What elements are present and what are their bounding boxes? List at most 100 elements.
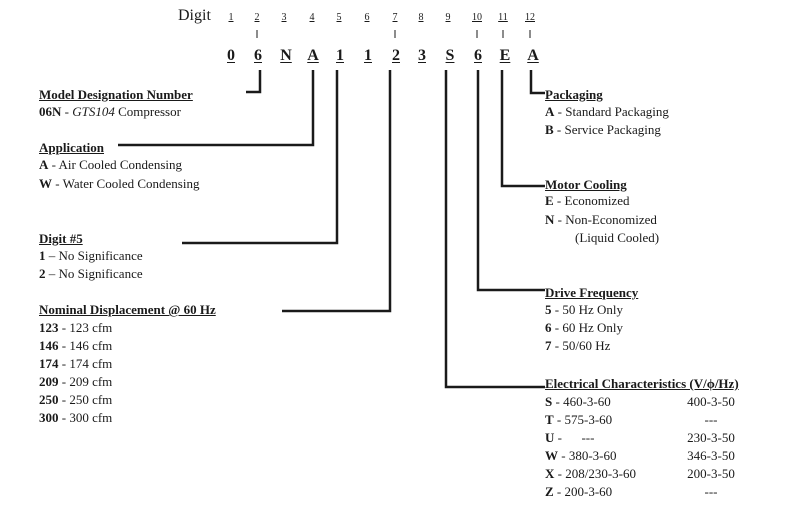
code-char: S <box>445 47 455 64</box>
model-designation-heading: Model Designation Number <box>39 87 193 102</box>
code-char: 3 <box>418 47 426 64</box>
option-text: - 60 Hz Only <box>551 320 623 335</box>
digit-position: 1 <box>228 12 234 23</box>
displacement-option: 250 - 250 cfm <box>39 392 112 408</box>
electrical-row: Z - 200-3-60 <box>545 484 612 500</box>
option-code: 1 <box>39 248 46 263</box>
voltage-50hz: 346-3-50 <box>687 448 735 463</box>
code-char: N <box>280 47 292 64</box>
digit-position: 12 <box>525 12 535 23</box>
connector-packaging <box>529 70 545 95</box>
model-suffix: Compressor <box>114 104 181 119</box>
code-char: 0 <box>227 47 235 64</box>
electrical-row: T - 575-3-60 <box>545 412 612 428</box>
voltage-50hz: 200-3-50 <box>687 466 735 481</box>
digit5-heading: Digit #5 <box>39 231 83 246</box>
electrical-row: S - 460-3-60 <box>545 394 611 410</box>
code-char: 1 <box>364 47 372 64</box>
option-code: S <box>545 394 553 409</box>
voltage-50hz: --- <box>704 412 718 427</box>
option-text: - 300 cfm <box>58 410 113 425</box>
option-code: 209 <box>39 374 59 389</box>
option-code: 146 <box>39 338 59 353</box>
option-text: - Service Packaging <box>553 122 661 137</box>
code-char: 6 <box>474 47 482 64</box>
option-text: - Non-Economized <box>554 212 657 227</box>
displacement-option: 174 - 174 cfm <box>39 356 112 372</box>
connector-displacement <box>282 70 392 313</box>
digit-position: 11 <box>498 12 508 23</box>
digit-label: Digit <box>178 7 211 24</box>
drive-frequency-option: 6 - 60 Hz Only <box>545 320 623 336</box>
option-code: 174 <box>39 356 59 371</box>
voltage-50hz: 230-3-50 <box>687 430 735 445</box>
motor-cooling-note: (Liquid Cooled) <box>575 230 660 245</box>
displacement-option: 209 - 209 cfm <box>39 374 112 390</box>
option-text: - 123 cfm <box>58 320 113 335</box>
option-code: T <box>545 412 554 427</box>
motor-cooling-heading: Motor Cooling <box>545 177 627 192</box>
model-separator: - <box>61 104 73 119</box>
option-code: 123 <box>39 320 59 335</box>
option-text: - 174 cfm <box>58 356 113 371</box>
option-code: N <box>545 212 555 227</box>
option-code: 2 <box>39 266 46 281</box>
code-char: 2 <box>392 47 400 64</box>
option-text: - 50/60 Hz <box>551 338 611 353</box>
option-code: E <box>545 193 554 208</box>
voltage-60hz: - 208/230-3-60 <box>554 466 636 481</box>
model-name: GTS104 <box>72 104 115 119</box>
voltage-50hz: --- <box>704 484 718 499</box>
packaging-option: B - Service Packaging <box>545 122 661 138</box>
connector-motor <box>500 70 545 188</box>
digit5-option: 2 – No Significance <box>39 266 143 282</box>
connector-application <box>118 70 315 147</box>
option-code: W <box>39 176 52 191</box>
digit-position: 9 <box>445 12 451 23</box>
electrical-heading: Electrical Characteristics (V/ϕ/Hz) <box>545 376 739 391</box>
digit-position: 3 <box>281 12 287 23</box>
code-char: 1 <box>336 47 344 64</box>
digit5-option: 1 – No Significance <box>39 248 143 264</box>
voltage-60hz: - 575-3-60 <box>553 412 613 427</box>
digit-position: 5 <box>336 12 342 23</box>
code-char: A <box>527 47 539 64</box>
option-code: Z <box>545 484 554 499</box>
voltage-60hz: - 380-3-60 <box>558 448 617 463</box>
motor-cooling-option: N - Non-Economized <box>545 212 657 228</box>
option-code: 7 <box>545 338 552 353</box>
code-char: A <box>307 47 319 64</box>
displacement-option: 300 - 300 cfm <box>39 410 112 426</box>
voltage-60hz: - 200-3-60 <box>553 484 613 499</box>
option-code: A <box>39 157 49 172</box>
digit-position: 10 <box>472 12 482 23</box>
option-code: 250 <box>39 392 59 407</box>
application-heading: Application <box>39 140 105 155</box>
displacement-option: 146 - 146 cfm <box>39 338 112 354</box>
option-code: U <box>545 430 555 445</box>
option-text: - Standard Packaging <box>554 104 669 119</box>
digit-position: 7 <box>392 12 398 23</box>
digit-position: 4 <box>309 12 315 23</box>
drive-frequency-heading: Drive Frequency <box>545 285 639 300</box>
code-char: E <box>499 47 511 64</box>
voltage-60hz: - 460-3-60 <box>552 394 611 409</box>
drive-frequency-option: 5 - 50 Hz Only <box>545 302 623 318</box>
option-text: - 209 cfm <box>58 374 113 389</box>
motor-cooling-option: E - Economized <box>545 193 629 209</box>
option-text: - 146 cfm <box>58 338 113 353</box>
option-code: 5 <box>545 302 552 317</box>
displacement-heading: Nominal Displacement @ 60 Hz <box>39 302 216 317</box>
electrical-row: W - 380-3-60 <box>545 448 617 464</box>
option-text: - Water Cooled Condensing <box>52 176 200 191</box>
packaging-heading: Packaging <box>545 87 603 102</box>
option-code: X <box>545 466 555 481</box>
digit-position: 6 <box>364 12 370 23</box>
connector-digit5 <box>182 70 339 245</box>
model-code-value: 06N <box>39 104 62 119</box>
option-text: – No Significance <box>45 248 143 263</box>
voltage-50hz: 400-3-50 <box>687 394 735 409</box>
option-code: B <box>545 122 554 137</box>
